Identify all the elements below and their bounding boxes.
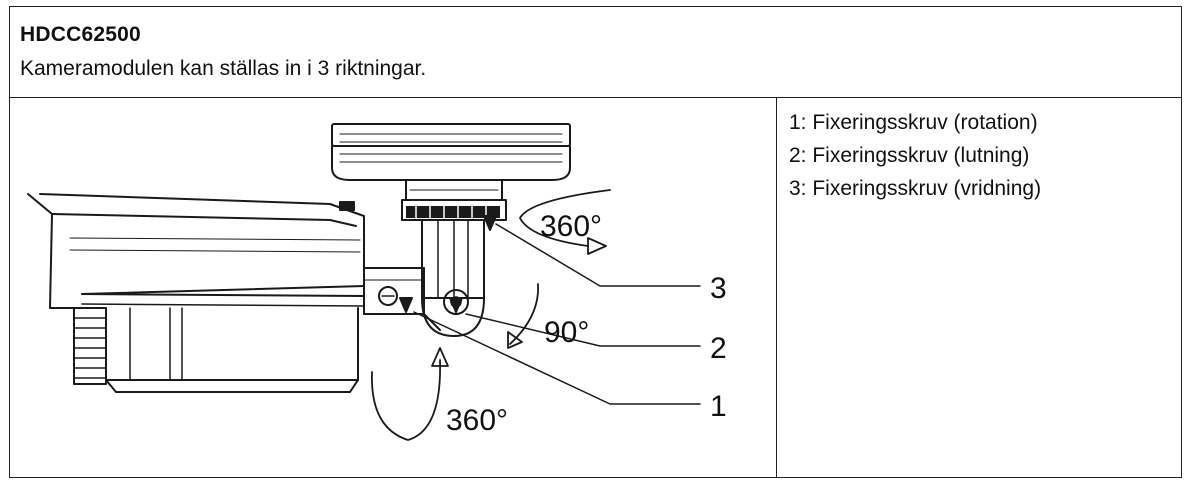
tilt-joint (363, 267, 441, 331)
lens-barrel (73, 307, 107, 385)
mount-neck (401, 179, 507, 221)
table-header: HDCC62500 Kameramodulen kan ställas in i… (10, 7, 1181, 98)
callout-number-1: 1 (710, 390, 727, 423)
model-number: HDCC62500 (20, 23, 141, 46)
leader-line-2 (465, 313, 701, 347)
camera-housing (27, 193, 365, 393)
legend-cell: 1: Fixeringsskruv (rotation) 2: Fixering… (777, 98, 1181, 477)
screw-legend: 1: Fixeringsskruv (rotation) 2: Fixering… (789, 106, 1041, 205)
pan-rotation-arrowhead (587, 237, 607, 255)
ceiling-mount-base (331, 123, 571, 181)
screw-marker-2 (449, 297, 463, 313)
callout-number-3: 3 (710, 272, 727, 305)
tilt-arrow (509, 283, 539, 345)
rotate-arrowhead (431, 347, 449, 367)
pan-rotation-arrow (519, 189, 611, 247)
screw-marker-3 (483, 215, 497, 231)
angle-label-tilt: 90° (544, 316, 589, 349)
legend-item-rotation: 1: Fixeringsskruv (rotation) (789, 111, 1038, 134)
header-description: Kameramodulen kan ställas in i 3 riktnin… (20, 57, 427, 80)
leader-line-1 (413, 311, 701, 405)
rotate-arrow (371, 359, 441, 441)
camera-adjustment-diagram: 360° 90° 360° 3 2 1 (27, 123, 727, 441)
tilt-arrowhead (507, 331, 523, 349)
figure-cell: 360° 90° 360° 3 2 1 (10, 98, 777, 477)
leader-line-3 (495, 223, 701, 287)
angle-label-pan: 360° (540, 210, 602, 243)
legend-item-twist: 3: Fixeringsskruv (vridning) (789, 177, 1042, 200)
callout-number-2: 2 (710, 332, 727, 365)
screw-marker-1 (399, 297, 413, 313)
angle-label-rotate: 360° (446, 404, 508, 437)
legend-item-tilt: 2: Fixeringsskruv (lutning) (789, 144, 1030, 167)
bracket-arm (421, 219, 485, 337)
spec-table: HDCC62500 Kameramodulen kan ställas in i… (9, 6, 1182, 478)
